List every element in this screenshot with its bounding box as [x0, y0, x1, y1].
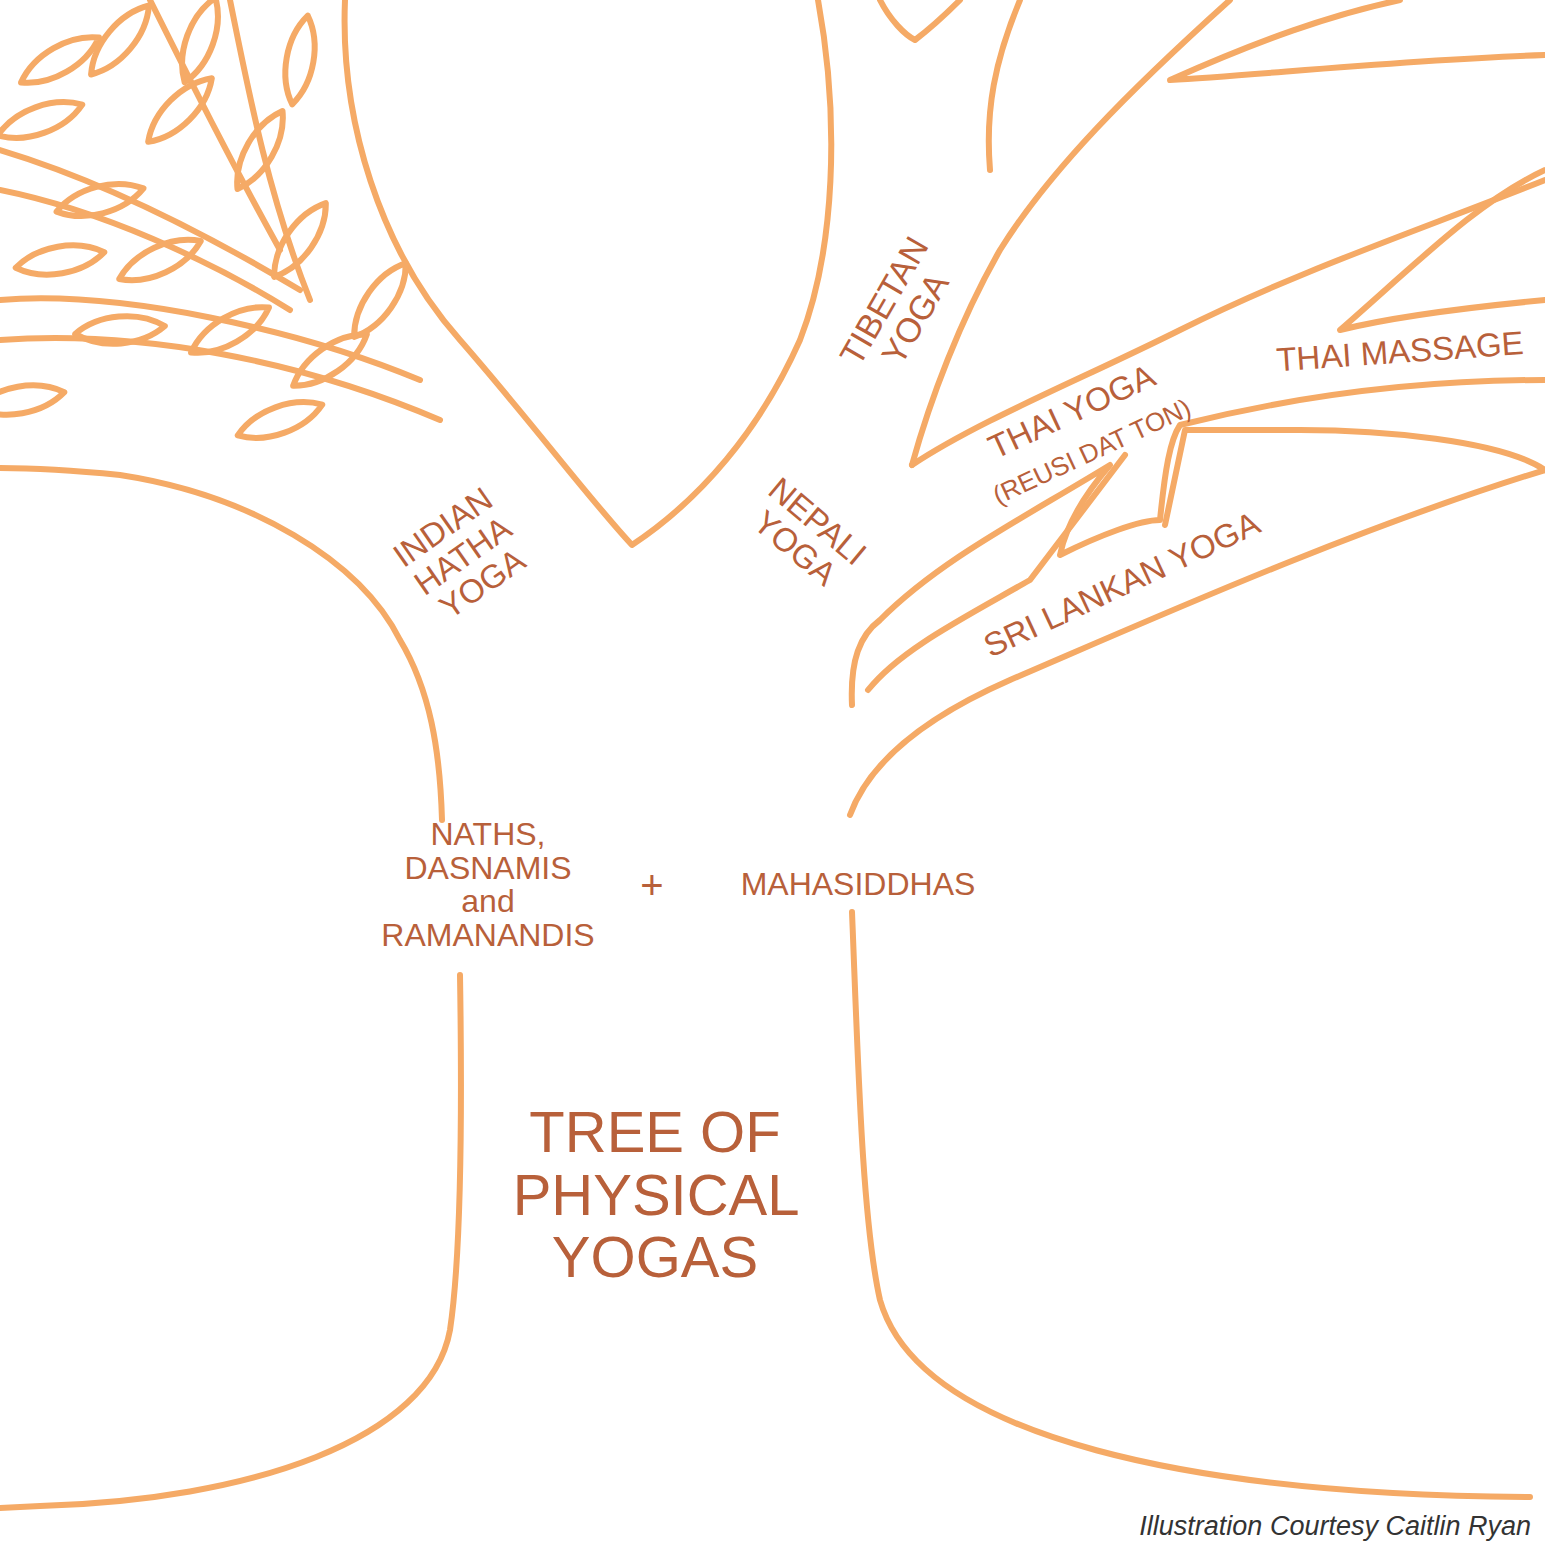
- root-label: NATHS, DASNAMIS and RAMANANDIS: [381, 818, 594, 952]
- leaf-outline: [74, 313, 166, 348]
- branch-outline: [1170, 0, 1545, 80]
- branch-outline: [912, 180, 1545, 465]
- leaf-outline: [279, 13, 321, 106]
- branch-outline: [852, 380, 1545, 705]
- leaf-outline: [53, 175, 147, 224]
- trunk-outline: [850, 470, 1545, 815]
- leaf-outline: [172, 0, 228, 87]
- branch-label: INDIAN HATHA YOGA: [387, 481, 538, 630]
- trunk-outline: [852, 912, 1530, 1497]
- branch-outline: [989, 0, 1020, 170]
- leaf-outline: [263, 195, 337, 284]
- leaf-outline: [233, 392, 327, 448]
- leaf-outline: [0, 379, 67, 421]
- plus-sign: +: [640, 864, 663, 906]
- leaf-outline: [184, 296, 275, 364]
- root-label: MAHASIDDHAS: [741, 868, 976, 902]
- leaf-outline: [13, 239, 106, 281]
- leaf-outline: [81, 0, 160, 83]
- branch-outline: [0, 190, 290, 310]
- branch-label: THAI MASSAGE: [1275, 326, 1524, 378]
- leaf-outline: [343, 255, 417, 344]
- trunk-outline: [0, 468, 442, 820]
- trunk-outline: [0, 975, 461, 1508]
- branch-outline: [1165, 430, 1545, 525]
- leaf-outline: [114, 229, 207, 292]
- branch-outline: [0, 150, 300, 290]
- leaf-outline: [139, 69, 222, 152]
- branch-label: NEPALI YOGA: [740, 472, 873, 599]
- leaf-outline: [226, 104, 294, 195]
- branch-outline: [1340, 170, 1545, 330]
- image-credit: Illustration Courtesy Caitlin Ryan: [1139, 1512, 1531, 1540]
- branch-outline: [880, 0, 960, 40]
- leaf-outline: [0, 92, 87, 148]
- diagram-title: TREE OF PHYSICAL YOGAS: [513, 1101, 798, 1289]
- branch-outline: [345, 0, 832, 545]
